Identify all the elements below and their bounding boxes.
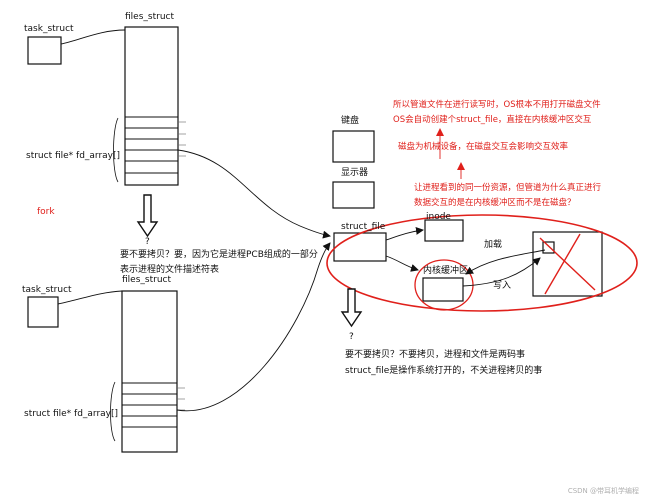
top-fd-array-label: struct file* fd_array[] bbox=[26, 151, 121, 161]
right-question-mark: ? bbox=[349, 332, 354, 342]
top-fd-bracket bbox=[113, 117, 119, 183]
bottom-task-struct-box bbox=[27, 296, 59, 328]
bottom-task-struct-label: task_struct bbox=[22, 285, 72, 295]
disk-cross-line-1 bbox=[539, 237, 596, 291]
kernel-buffer-label: 内核缓冲区 bbox=[423, 266, 469, 276]
bottom-task-to-files-arrow bbox=[57, 290, 123, 305]
top-files-struct-box bbox=[124, 26, 179, 186]
fork-label: fork bbox=[37, 207, 55, 217]
disk-cross-line-2 bbox=[544, 233, 581, 295]
display-label: 显示器 bbox=[341, 168, 369, 178]
bottom-fd-to-struct-file-arrow bbox=[176, 242, 331, 412]
pipe-note-line-2: OS会自动创建个struct_file，直接在内核缓冲区交互 bbox=[393, 115, 592, 125]
bottom-fd-array-slots bbox=[122, 382, 177, 428]
bottom-fd-array-ticks bbox=[177, 387, 185, 411]
watermark: CSDN @带耳机学编程 bbox=[567, 487, 639, 495]
struct-file-box bbox=[333, 232, 387, 262]
right-question-line-1: 要不要拷贝？不要拷贝，进程和文件是两码事 bbox=[345, 350, 526, 360]
top-fd-to-struct-file-arrow bbox=[177, 149, 331, 239]
right-down-arrow bbox=[340, 288, 363, 328]
fork-question-line-2: 表示进程的文件描述符表 bbox=[120, 265, 220, 275]
bottom-fd-bracket bbox=[110, 381, 116, 442]
top-task-to-files-arrow bbox=[60, 29, 126, 45]
struct-file-to-inode-arrow bbox=[385, 226, 424, 241]
top-fd-array-ticks bbox=[178, 121, 186, 157]
inode-box bbox=[424, 219, 464, 242]
struct-file-label: struct_file bbox=[341, 222, 386, 232]
right-question-line-2: struct_file是操作系统打开的，不关进程拷贝的事 bbox=[345, 366, 543, 376]
fork-question-mark: ? bbox=[145, 237, 150, 247]
bottom-files-struct-label: files_struct bbox=[122, 275, 171, 285]
load-arrow bbox=[465, 249, 546, 275]
bottom-fd-array-label: struct file* fd_array[] bbox=[24, 409, 119, 419]
top-task-struct-label: task_struct bbox=[24, 24, 74, 34]
pipe-highlight-ellipse bbox=[326, 214, 638, 312]
top-files-struct-label: files_struct bbox=[125, 12, 174, 22]
fork-down-arrow bbox=[136, 194, 159, 238]
load-label: 加载 bbox=[484, 240, 503, 250]
struct-file-to-buffer-arrow bbox=[385, 255, 419, 272]
keyboard-label: 键盘 bbox=[341, 116, 360, 126]
top-fd-array-slots bbox=[125, 116, 178, 174]
kernel-buffer-box bbox=[422, 277, 464, 302]
write-label: 写入 bbox=[493, 281, 512, 291]
pipe-note-line-1: 所以管道文件在进行读写时，OS根本不用打开磁盘文件 bbox=[393, 100, 601, 110]
bottom-files-struct-box bbox=[121, 290, 178, 453]
keyboard-box bbox=[332, 130, 375, 163]
write-arrow bbox=[462, 257, 541, 287]
fork-question-line-1: 要不要拷贝？要，因为它是进程PCB组成的一部分 bbox=[120, 250, 318, 260]
display-box bbox=[332, 181, 375, 209]
disk-block bbox=[542, 241, 555, 254]
inode-label: inode bbox=[426, 212, 451, 222]
share-note-line-1: 让进程看到的同一份资源，但管道为什么真正进行 bbox=[414, 183, 602, 193]
top-task-struct-box bbox=[27, 36, 62, 65]
disk-note: 磁盘为机械设备，在磁盘交互会影响交互效率 bbox=[398, 142, 569, 152]
share-note-line-2: 数据交互的是在内核缓冲区而不是在磁盘？ bbox=[414, 198, 576, 208]
